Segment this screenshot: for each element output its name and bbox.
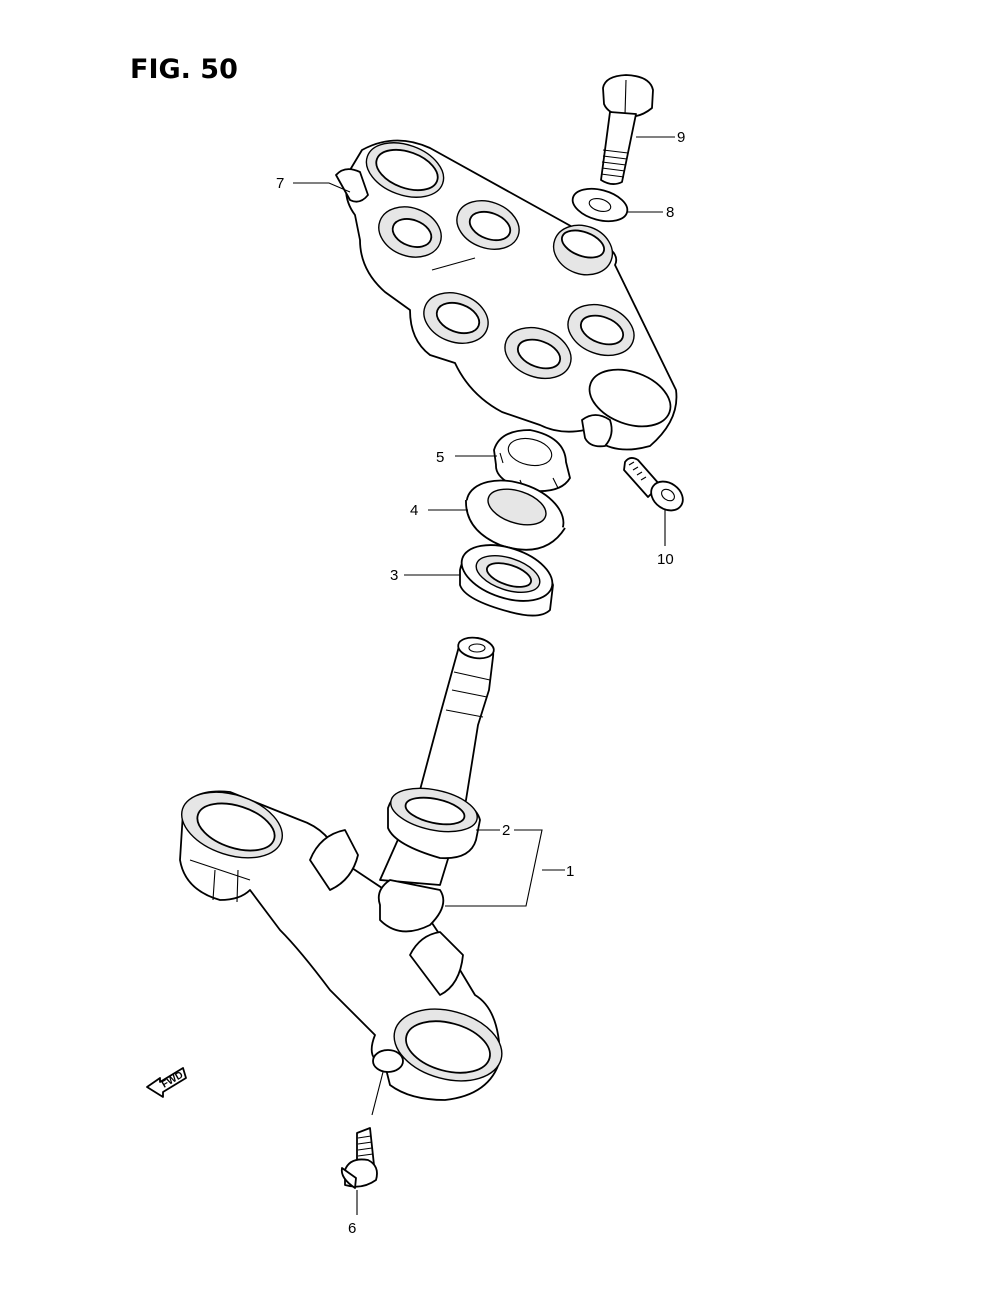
- callout-10: 10: [657, 551, 674, 568]
- part-8-washer: [571, 187, 629, 223]
- callout-9: 9: [677, 129, 685, 146]
- part-1-steering-stem: [179, 636, 503, 1101]
- callout-6: 6: [348, 1220, 356, 1237]
- callout-1: 1: [566, 863, 574, 880]
- callout-3: 3: [390, 567, 398, 584]
- part-6-pinch-bolt: [340, 1127, 378, 1189]
- part-9-bolt: [600, 74, 654, 185]
- callout-leaders: [293, 136, 675, 1215]
- fwd-label: FWD: [160, 1070, 185, 1091]
- callout-8: 8: [666, 204, 674, 221]
- callout-7: 7: [276, 175, 284, 192]
- part-3-bearing: [459, 544, 554, 617]
- part-7-upper-bracket: [335, 139, 678, 451]
- part-2-stem-bearing: [387, 787, 481, 860]
- part-4-dust-seal: [465, 479, 566, 551]
- part-10-cap-bolt: [623, 457, 684, 512]
- callout-4: 4: [410, 502, 418, 519]
- fwd-arrow-icon: FWD: [146, 1067, 187, 1098]
- part-5-castle-nut: [493, 429, 571, 493]
- callout-2: 2: [502, 822, 510, 839]
- figure-title: FIG. 50: [130, 54, 238, 85]
- callout-5: 5: [436, 449, 444, 466]
